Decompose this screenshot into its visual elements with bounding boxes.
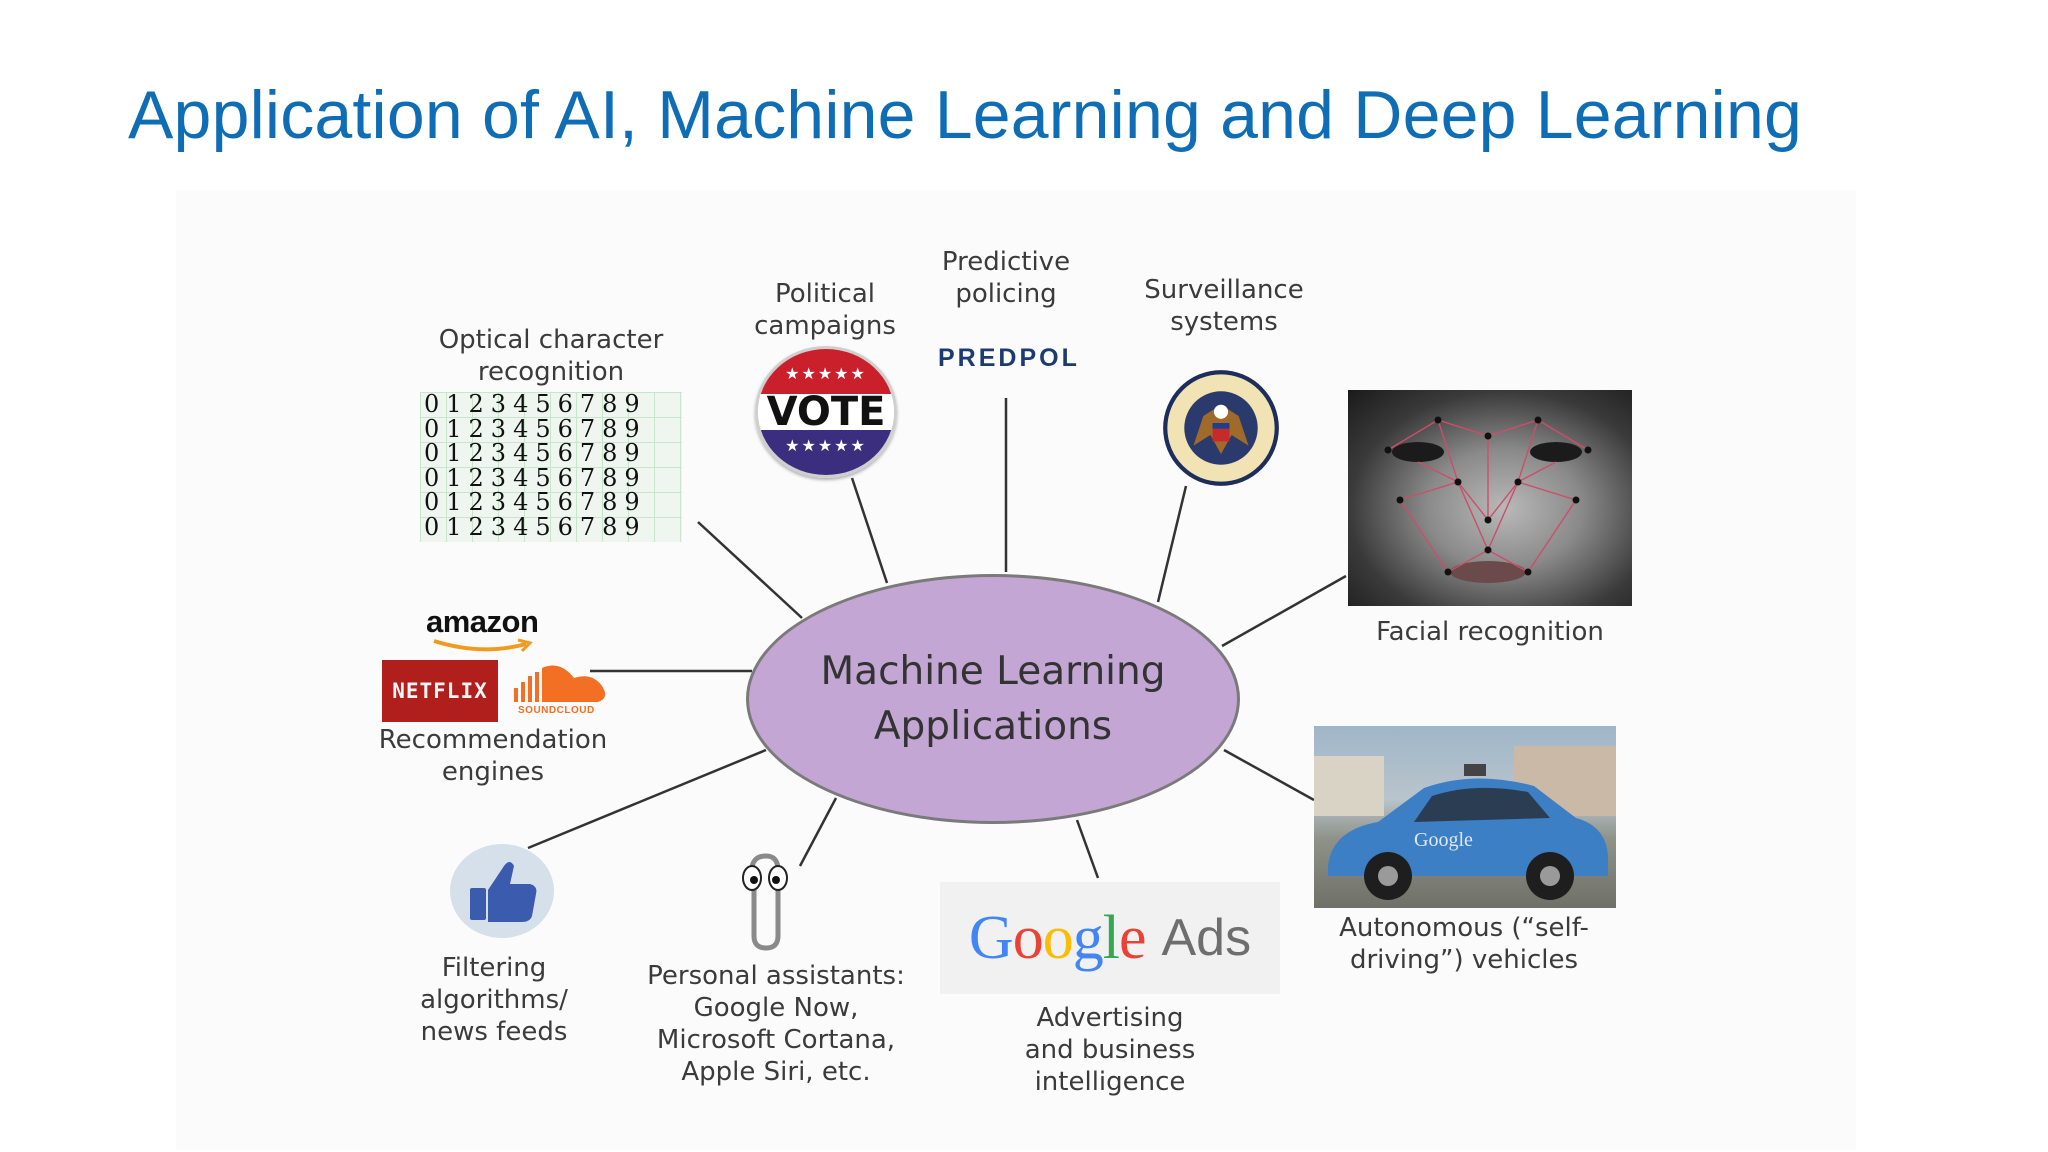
vote-badge-icon: ★★★★★ VOTE ★★★★★ <box>755 346 897 478</box>
advertising-label: Advertising and business intelligence <box>1024 1003 1196 1097</box>
ocr-digit-row: 0123456789 <box>424 439 647 467</box>
slide-title: Application of AI, Machine Learning and … <box>128 77 1802 153</box>
clippy-paperclip-icon <box>742 853 788 951</box>
ocr-digit-row: 0123456789 <box>424 390 647 418</box>
google-ads-logo: Google Ads <box>940 882 1280 994</box>
autonomous-label: Autonomous (“self- driving”) vehicles <box>1339 913 1589 975</box>
vote-text: VOTE <box>758 392 894 432</box>
political-label: Political campaigns <box>754 279 896 341</box>
google-letter: g <box>1072 903 1104 972</box>
ocr-digit-row: 0123456789 <box>424 463 647 492</box>
netflix-logo: NETFLIX <box>382 660 498 722</box>
google-ads-wordmark: Google <box>968 903 1147 974</box>
amazon-smile-icon <box>433 638 533 653</box>
ocr-digit-row: 0123456789 <box>424 414 647 443</box>
google-letter: o <box>1012 903 1044 972</box>
google-letter: e <box>1118 903 1147 972</box>
soundcloud-logo-text: SOUNDCLOUD <box>518 705 595 716</box>
hub-label: Machine Learning Applications <box>820 649 1166 749</box>
ocr-label: Optical character recognition <box>438 325 664 387</box>
predictive-label: Predictive policing <box>941 247 1071 309</box>
google-letter: G <box>968 903 1014 972</box>
face-mesh-image <box>1348 390 1632 606</box>
assistants-label: Personal assistants: Google Now, Microso… <box>647 961 905 1087</box>
ocr-digit-row: 0123456789 <box>424 488 647 516</box>
facial-label: Facial recognition <box>1376 617 1604 647</box>
google-letter: l <box>1102 903 1120 972</box>
ads-wordmark: Ads <box>1161 909 1252 967</box>
filtering-label: Filtering algorithms/ news feeds <box>420 953 568 1047</box>
ocr-digit-sample: 0123456789 0123456789 0123456789 0123456… <box>420 392 682 542</box>
soundcloud-cloud-icon <box>514 665 606 702</box>
recommendation-label: Recommendation engines <box>378 725 608 787</box>
car-brand-text: Google <box>1414 829 1473 851</box>
thumbs-up-icon <box>450 844 554 938</box>
predpol-logo: PREDPOL <box>938 344 1080 372</box>
hub-node: Machine Learning Applications <box>746 574 1240 824</box>
nsa-seal-icon <box>1163 370 1279 486</box>
google-letter: o <box>1042 903 1074 972</box>
ocr-digit-row: 0123456789 <box>424 512 647 541</box>
self-driving-car-image: Google <box>1314 726 1616 908</box>
amazon-logo: amazon <box>426 604 539 639</box>
surveillance-label: Surveillance systems <box>1144 275 1304 337</box>
